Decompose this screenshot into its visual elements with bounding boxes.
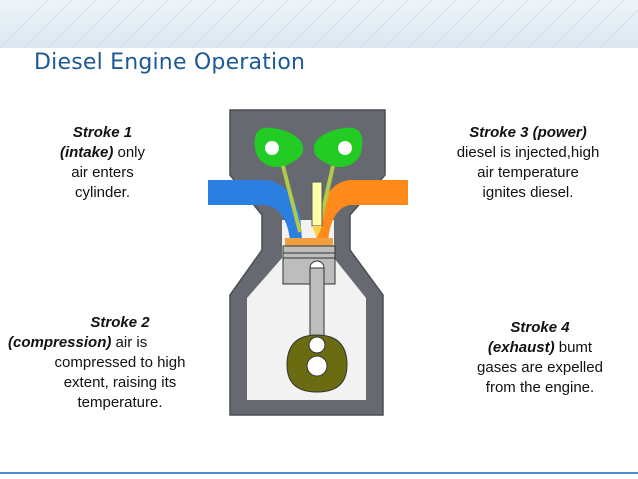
connecting-rod: [309, 267, 325, 346]
exhaust-pipe: [316, 180, 408, 240]
stroke-3-line2: air temperature: [477, 164, 579, 181]
stroke-3-heading: Stroke 3 (power): [469, 124, 587, 141]
piston-crown: [285, 238, 333, 248]
stroke-2-text: Stroke 2 (compression) air is compressed…: [8, 313, 220, 413]
fuel-injector: [311, 181, 323, 227]
intake-cam: [254, 127, 304, 168]
stroke-3-line1: diesel is injected,high: [456, 144, 600, 161]
stroke-2-heading: Stroke 2: [90, 314, 150, 331]
stroke-2-line2: compressed to high: [54, 354, 186, 371]
stroke-1-name: (intake): [59, 144, 114, 161]
piston: [282, 245, 336, 285]
stroke-1-text: Stroke 1 (intake) only air enters cylind…: [20, 123, 185, 203]
stroke-2-line4: temperature.: [77, 394, 163, 411]
intake-pipe: [208, 180, 302, 240]
stroke-4-name: (exhaust): [487, 339, 555, 356]
stroke-2-line3: extent, raising its: [63, 374, 177, 391]
stroke-1-line2: air enters: [71, 164, 134, 181]
stroke-1-line1: only: [113, 144, 146, 161]
stroke-4-text: Stroke 4 (exhaust) bumt gases are expell…: [450, 318, 630, 398]
stroke-4-line2: gases are expelled: [477, 359, 603, 376]
injector-tip: [312, 226, 322, 238]
page-title: Diesel Engine Operation: [34, 50, 306, 75]
footer-rule: [0, 472, 638, 474]
stroke-3-text: Stroke 3 (power) diesel is injected,high…: [428, 123, 628, 203]
crankshaft: [306, 355, 328, 377]
stroke-3-line3: ignites diesel.: [482, 184, 574, 201]
crank-pin: [308, 336, 326, 354]
stroke-4-heading: Stroke 4: [510, 319, 570, 336]
exhaust-cam: [313, 127, 363, 168]
stroke-4-line3: from the engine.: [485, 379, 595, 396]
stroke-1-heading: Stroke 1: [72, 124, 133, 141]
stroke-1-line3: cylinder.: [74, 184, 131, 201]
header-stripes: [0, 0, 638, 48]
intake-valve-stem: [281, 165, 302, 233]
stroke-2-line1: air is: [111, 334, 148, 351]
header-band: [0, 0, 638, 48]
stroke-2-name: (compression): [8, 334, 112, 351]
stroke-4-line1: bumt: [554, 339, 593, 356]
